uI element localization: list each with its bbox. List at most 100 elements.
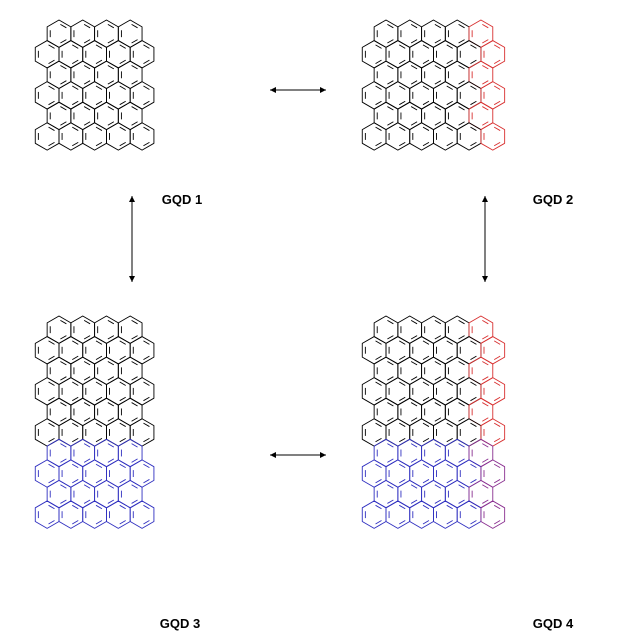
double-bond <box>410 39 418 44</box>
arrow-head <box>270 87 276 93</box>
double-bond <box>60 23 67 29</box>
benzene-ring <box>129 81 155 110</box>
benzene-ring <box>117 479 143 509</box>
double-bond <box>399 340 406 345</box>
double-bond <box>493 355 501 360</box>
double-bond <box>83 106 91 111</box>
benzene-ring <box>34 336 60 365</box>
double-bond <box>60 65 67 70</box>
double-bond <box>446 396 453 402</box>
double-bond <box>119 479 126 484</box>
double-bond <box>434 499 442 504</box>
double-bond <box>72 504 79 510</box>
double-bond <box>131 106 138 111</box>
double-bond <box>434 376 442 381</box>
double-bond <box>107 402 115 407</box>
double-bond <box>131 319 138 325</box>
benzene-ring <box>34 40 60 69</box>
double-bond <box>131 376 138 381</box>
double-bond <box>434 458 442 463</box>
double-bond <box>434 106 442 111</box>
double-bond <box>470 126 477 131</box>
double-bond <box>72 126 79 131</box>
double-bond <box>387 23 394 29</box>
benzene-ring <box>361 336 387 365</box>
double-bond <box>422 44 430 49</box>
double-bond <box>95 381 103 386</box>
benzene-ring <box>58 377 84 406</box>
benzene-ring <box>46 315 72 344</box>
double-bond <box>107 499 115 504</box>
double-bond <box>375 141 382 147</box>
double-bond <box>95 355 103 360</box>
double-bond <box>83 65 91 70</box>
double-bond <box>95 504 103 510</box>
double-bond <box>107 443 115 448</box>
double-bond <box>446 479 453 484</box>
benzene-ring <box>106 40 131 69</box>
double-bond <box>131 499 138 504</box>
benzene-ring <box>46 438 72 468</box>
double-bond <box>119 396 126 402</box>
double-bond <box>482 484 489 489</box>
double-bond <box>399 59 406 64</box>
gqd3-label: GQD 3 <box>160 616 200 631</box>
double-bond <box>143 396 150 402</box>
double-bond <box>95 85 103 90</box>
benzene-ring <box>444 101 470 131</box>
double-bond <box>434 23 442 29</box>
double-bond <box>434 443 442 448</box>
double-bond <box>83 499 91 504</box>
benzene-ring <box>94 479 119 509</box>
double-bond <box>95 437 103 443</box>
double-bond <box>107 121 115 126</box>
double-bond <box>95 422 103 427</box>
benzene-ring <box>361 81 387 110</box>
benzene-ring <box>468 101 494 131</box>
double-bond <box>95 340 103 345</box>
double-bond <box>375 422 382 427</box>
benzene-ring <box>421 397 446 427</box>
double-bond <box>83 23 91 29</box>
double-bond <box>107 106 115 111</box>
benzene-ring <box>397 101 423 131</box>
double-bond <box>119 463 126 469</box>
double-bond <box>387 319 394 325</box>
benzene-ring <box>433 336 458 365</box>
double-bond <box>410 458 418 463</box>
benzene-ring <box>361 459 387 488</box>
double-bond <box>131 458 138 463</box>
benzene-ring <box>456 377 482 406</box>
double-bond <box>95 396 103 402</box>
benzene-ring <box>468 315 494 344</box>
double-bond <box>458 443 465 448</box>
benzene-ring <box>409 81 434 110</box>
double-bond <box>410 443 418 448</box>
benzene-ring <box>385 122 411 151</box>
benzene-ring <box>70 397 96 427</box>
double-bond <box>422 141 430 147</box>
double-bond <box>60 443 67 448</box>
benzene-ring <box>361 40 387 69</box>
benzene-ring <box>409 459 434 488</box>
double-bond <box>107 376 115 381</box>
benzene-ring <box>468 397 494 427</box>
benzene-ring <box>58 459 84 488</box>
double-bond <box>131 402 138 407</box>
double-bond <box>131 39 138 44</box>
double-bond <box>375 437 382 443</box>
double-bond <box>470 381 477 386</box>
double-bond <box>95 463 103 469</box>
arrow-head <box>320 452 326 458</box>
double-bond <box>458 65 465 70</box>
double-bond <box>72 59 79 64</box>
double-bond <box>107 361 115 366</box>
double-bond <box>458 376 465 381</box>
double-bond <box>387 121 394 126</box>
double-bond <box>375 381 382 386</box>
double-bond <box>399 44 406 49</box>
double-bond <box>375 340 382 345</box>
benzene-ring <box>444 19 470 48</box>
double-bond <box>470 463 477 469</box>
